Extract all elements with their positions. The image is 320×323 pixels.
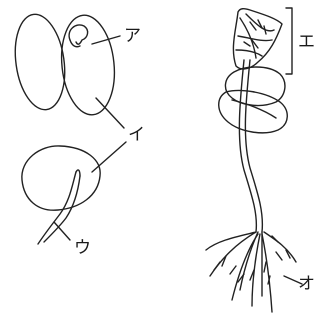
seed-coat (22, 146, 100, 210)
label-e: エ (298, 34, 315, 51)
embryo-a (69, 25, 88, 44)
seedling (206, 8, 302, 312)
germinating-seed (22, 98, 126, 244)
open-seed (10, 11, 120, 117)
cotyledon-right (57, 13, 119, 118)
label-a: ア (124, 28, 141, 45)
label-u: ウ (74, 240, 91, 257)
seedling-cotyledon-lower (219, 90, 288, 132)
true-leaves-e (233, 9, 282, 69)
label-i: イ (128, 127, 145, 144)
roots-o (206, 232, 296, 312)
label-o: オ (298, 276, 315, 293)
